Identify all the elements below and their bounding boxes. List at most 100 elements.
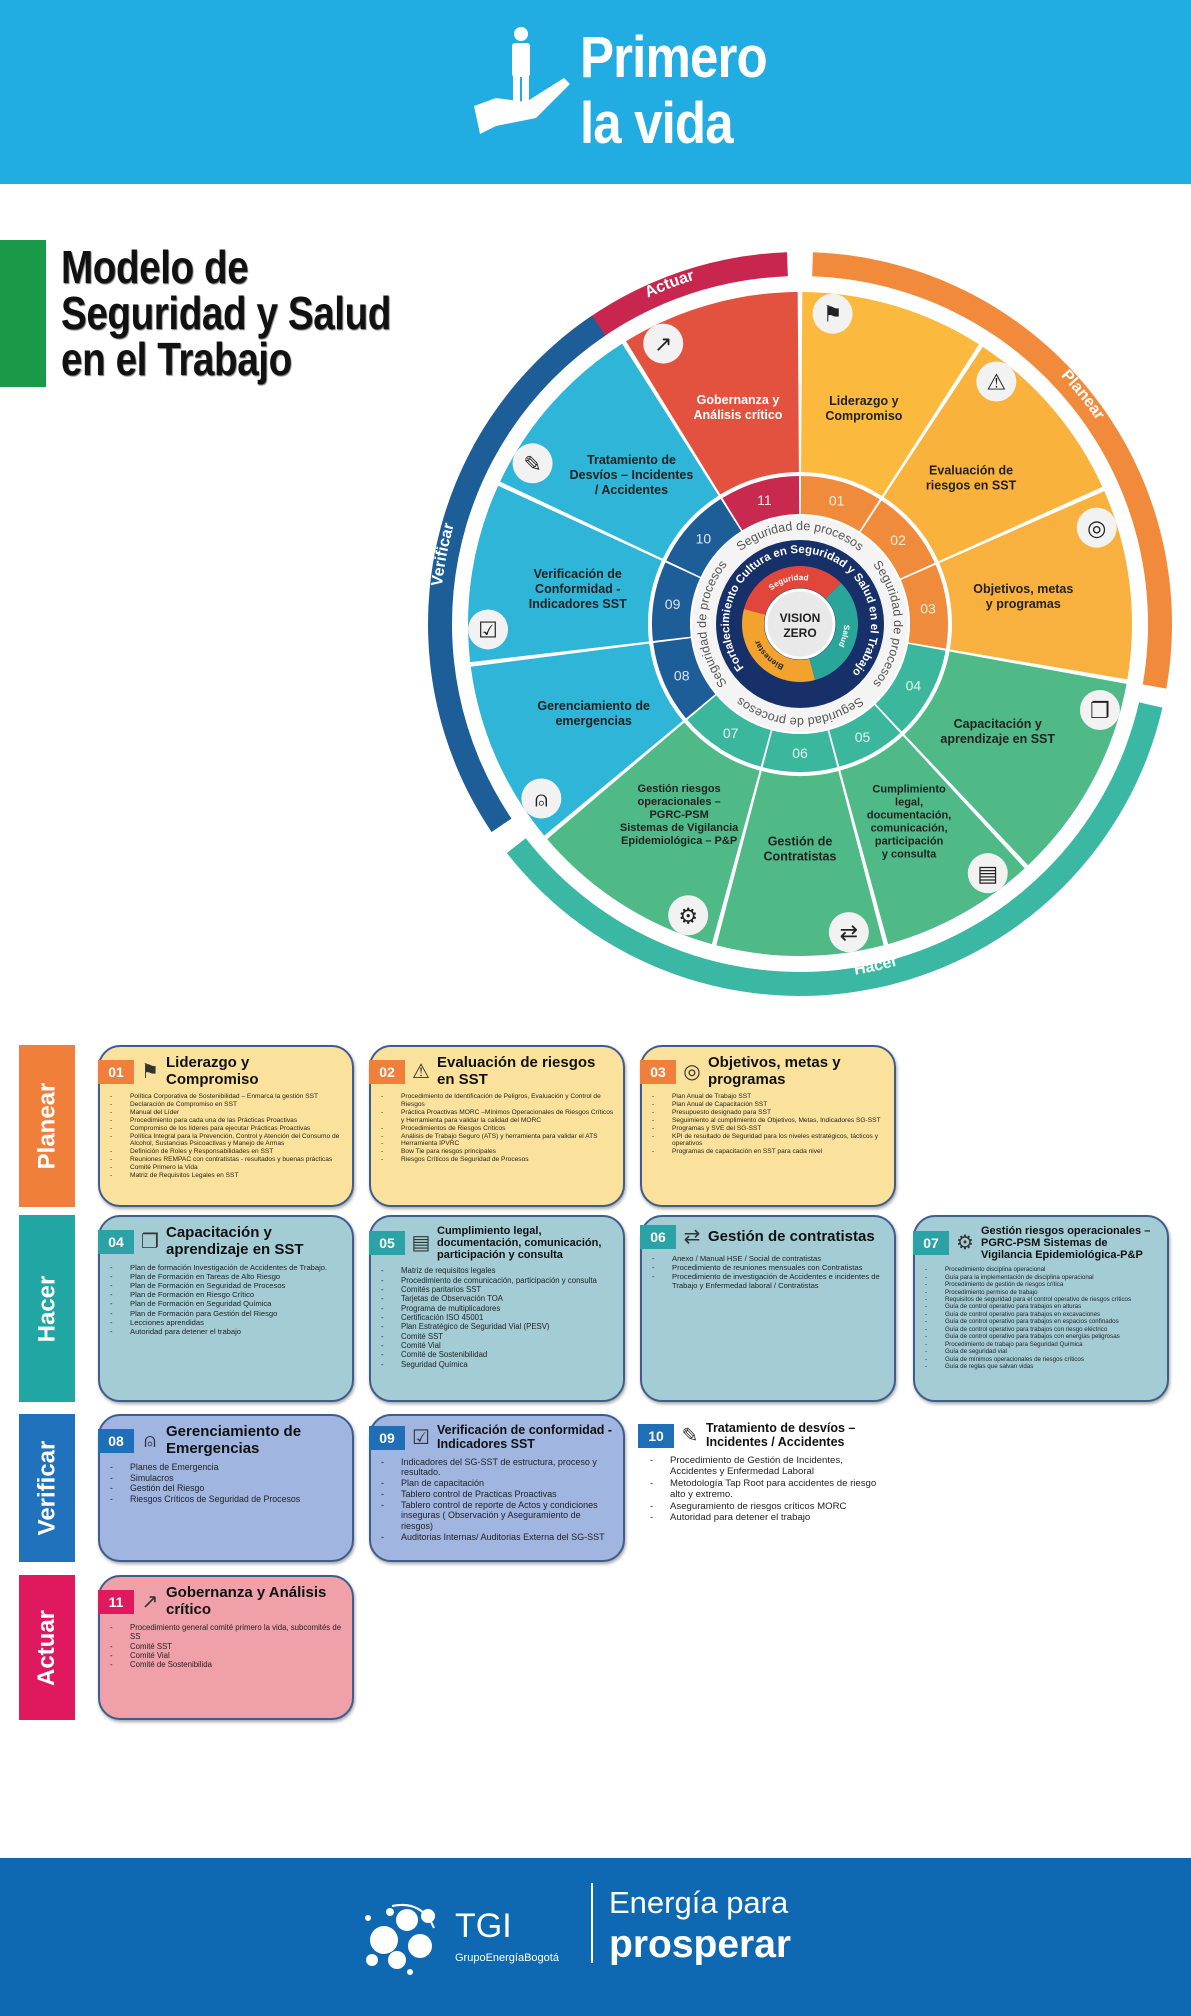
clipboard-icon: ✎ bbox=[681, 1424, 699, 1447]
number-ring-segment bbox=[900, 564, 949, 649]
list-item: Procedimiento de Gestión de Incidentes, … bbox=[650, 1455, 888, 1478]
card-item-list: Procedimiento de Gestión de Incidentes, … bbox=[640, 1455, 888, 1524]
card-10: 10 ✎ Tratamiento de desvíos – Incidentes… bbox=[638, 1414, 896, 1562]
model-title-line3: en el Trabajo bbox=[61, 333, 292, 385]
card-title: Capacitación y aprendizaje en SST bbox=[166, 1224, 304, 1258]
list-item: Guía de control operativo para trabajos … bbox=[925, 1326, 1159, 1334]
list-item: Guía de seguridad vial bbox=[925, 1348, 1159, 1356]
handshake-icon: ⇄ bbox=[840, 921, 858, 946]
card-header: 08 ⍝ Gerenciamiento de Emergencias bbox=[98, 1423, 344, 1457]
number-ring-segment bbox=[666, 499, 742, 577]
segment-number: 02 bbox=[890, 532, 906, 548]
list-item: Riesgos Críticos de Seguridad de Proceso… bbox=[381, 1156, 615, 1164]
list-item: Riesgos Críticos de Seguridad de Proceso… bbox=[110, 1494, 344, 1505]
book-icon: ❐ bbox=[141, 1230, 159, 1253]
growth-chart-icon: ↗ bbox=[654, 333, 672, 358]
phase-arc-hacer bbox=[506, 702, 1163, 996]
list-item: Plan de Formación en Seguridad Química bbox=[110, 1299, 344, 1308]
warning-icon: ⚠ bbox=[412, 1060, 430, 1083]
warning-icon: ⚠ bbox=[986, 371, 1006, 396]
list-item: Declaración de Compromiso en SST bbox=[110, 1101, 344, 1109]
card-title: Gobernanza y Análisis crítico bbox=[166, 1584, 327, 1618]
list-item: Plan Estratégico de Seguridad Vial (PESV… bbox=[381, 1322, 615, 1332]
number-ring-segment bbox=[829, 704, 901, 767]
list-item: Plan de Formación en Seguridad de Proces… bbox=[110, 1281, 344, 1290]
leader-flag-icon: ⚑ bbox=[823, 303, 843, 328]
number-ring-segment bbox=[652, 562, 700, 642]
gear-icon: ⚙ bbox=[678, 904, 698, 929]
list-item: Procedimiento disciplina operacional bbox=[925, 1266, 1159, 1274]
list-item: KPI de resultado de Seguridad para los n… bbox=[652, 1133, 886, 1149]
card-header: 11 ↗ Gobernanza y Análisis crítico bbox=[98, 1584, 344, 1618]
card-title: Gerenciamiento de Emergencias bbox=[166, 1423, 302, 1457]
list-item: Procedimiento de gestión de riesgos crít… bbox=[925, 1281, 1159, 1289]
list-item: Seguimiento al cumplimiento de Objetivos… bbox=[652, 1117, 886, 1125]
phase-label-text: Planear bbox=[33, 1082, 60, 1170]
card-09: 09 ☑ Verificación de conformidad - Indic… bbox=[369, 1414, 625, 1562]
clipboard-icon: ✎ bbox=[523, 452, 541, 477]
sst-model-wheel: ActuarPlanearHacerVerificar11Gobernanza … bbox=[427, 252, 1172, 996]
card-item-list: Matriz de requisitos legalesProcedimient… bbox=[371, 1266, 615, 1369]
card-number-badge: 05 bbox=[369, 1231, 405, 1256]
segment-number: 11 bbox=[757, 492, 772, 508]
list-item: Manual del Líder bbox=[110, 1109, 344, 1117]
list-item: Reuniones REMPAC con contratistas - resu… bbox=[110, 1156, 344, 1164]
number-ring-segment bbox=[653, 638, 716, 719]
list-item: Política Integral para la Prevención, Co… bbox=[110, 1133, 344, 1149]
list-item: Política Corporativa de Sostenibilidad –… bbox=[110, 1093, 344, 1101]
phase-arc-verificar bbox=[427, 315, 606, 833]
footer-brand-sub: GrupoEnergíaBogotá bbox=[455, 1952, 559, 1964]
phase-label-actuar: Actuar bbox=[19, 1575, 75, 1720]
wheel-segment-07 bbox=[547, 722, 760, 945]
phase-label-text: Verificar bbox=[33, 1440, 61, 1536]
checklist-icon: ☑ bbox=[412, 1426, 430, 1449]
wheel-segment-04 bbox=[904, 651, 1127, 866]
list-item: Procedimientos de Riesgos Críticos bbox=[381, 1125, 615, 1133]
card-header: 02 ⚠ Evaluación de riesgos en SST bbox=[369, 1054, 615, 1088]
list-item: Procedimiento de trabajo para Seguridad … bbox=[925, 1341, 1159, 1349]
list-item: Matriz de requisitos legales bbox=[381, 1266, 615, 1276]
card-item-list: Procedimiento de Identificación de Pelig… bbox=[371, 1093, 615, 1164]
gear-icon: ⚙ bbox=[956, 1232, 974, 1255]
card-number-badge: 10 bbox=[638, 1423, 674, 1448]
card-number-badge: 04 bbox=[98, 1229, 134, 1254]
target-icon: ◎ bbox=[1087, 517, 1106, 542]
list-item: Herramienta IPVRC bbox=[381, 1140, 615, 1148]
list-item: Tarjetas de Observación TOA bbox=[381, 1294, 615, 1304]
list-item: Seguridad Química bbox=[381, 1360, 615, 1370]
card-header: 05 ▤ Cumplimiento legal, documentación, … bbox=[369, 1225, 615, 1261]
list-item: Bow Tie para riesgos principales bbox=[381, 1148, 615, 1156]
card-header: 09 ☑ Verificación de conformidad - Indic… bbox=[369, 1423, 615, 1452]
list-item: Plan de Formación en Tareas de Alto Ries… bbox=[110, 1272, 344, 1281]
phase-label-text: Hacer bbox=[33, 1275, 60, 1342]
target-icon: ◎ bbox=[683, 1060, 701, 1083]
number-ring-segment bbox=[800, 476, 880, 532]
list-item: Guía de reglas que salvan vidas bbox=[925, 1363, 1159, 1371]
card-item-list: Plan Anual de Trabajo SSTPlan Anual de C… bbox=[642, 1093, 886, 1156]
card-01: 01 ⚑ Liderazgo y Compromiso Política Cor… bbox=[98, 1045, 354, 1207]
list-item: Comité Primero la Vida bbox=[110, 1164, 344, 1172]
card-header: 04 ❐ Capacitación y aprendizaje en SST bbox=[98, 1224, 344, 1258]
list-item: Indicadores del SG-SST de estructura, pr… bbox=[381, 1457, 615, 1479]
list-item: Procedimiento de comunicación, participa… bbox=[381, 1276, 615, 1286]
list-item: Procedimiento permiso de trabajo bbox=[925, 1289, 1159, 1297]
wheel-segment-02 bbox=[883, 346, 1103, 562]
phase-label-planear: Planear bbox=[19, 1045, 75, 1207]
card-number-badge: 07 bbox=[913, 1231, 949, 1256]
card-header: 10 ✎ Tratamiento de desvíos – Incidentes… bbox=[638, 1421, 888, 1450]
card-07: 07 ⚙ Gestión riesgos operacionales – PGR… bbox=[913, 1215, 1169, 1402]
footer-brand: TGI bbox=[455, 1907, 512, 1945]
card-number-badge: 11 bbox=[98, 1589, 134, 1614]
card-number-badge: 09 bbox=[369, 1425, 405, 1450]
list-item: Procedimiento de reuniones mensuales con… bbox=[652, 1263, 886, 1272]
list-item: Análisis de Trabajo Seguro (ATS) y herra… bbox=[381, 1133, 615, 1141]
wheel-segment-05 bbox=[840, 735, 1025, 945]
list-item: Procedimiento de investigación de Accide… bbox=[652, 1272, 886, 1290]
list-item: Comité Vial bbox=[110, 1651, 344, 1661]
card-item-list: Planes de EmergenciaSimulacrosGestión de… bbox=[100, 1462, 344, 1504]
segment-number: 06 bbox=[792, 745, 808, 761]
number-ring-segment bbox=[762, 730, 838, 773]
